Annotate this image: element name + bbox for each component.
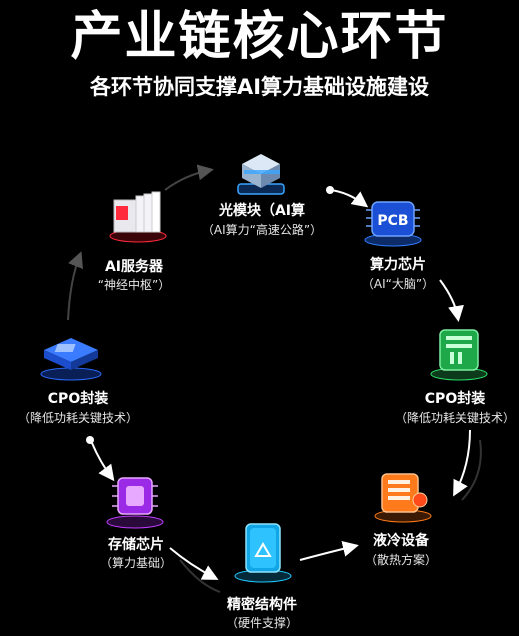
node-sub-server: “神经中枢”） (97, 278, 171, 292)
node-sub-storage: （算力基础） (99, 556, 173, 570)
arrow-chip-to-cpo (439, 279, 464, 322)
node-sub-optical: （AI算力“高速公路”） (201, 223, 323, 237)
node-label-cooling: 液冷设备 (373, 533, 429, 549)
node-label-chip: 算力芯片 (370, 257, 426, 273)
arrow-storage-to-structure (169, 547, 219, 580)
arrow-structure-to-cooling (299, 541, 359, 561)
page-subtitle: 各环节协同支撑AI算力基础设施建设 (89, 75, 430, 99)
storage-chip-icon (104, 470, 166, 530)
arrow-start-dot (326, 186, 334, 194)
ai-server-icon (106, 188, 170, 244)
precision-structure-icon (232, 520, 294, 584)
page-title: 产业链核心环节 (70, 7, 449, 67)
arrow-cpo-to-storage (91, 442, 115, 482)
liquid-cooling-icon (372, 468, 434, 524)
pcb-chip-icon: PCB (362, 196, 424, 248)
node-label-optical: 光模块（AI算 (218, 203, 306, 219)
node-label-server: AI服务器 (104, 259, 164, 275)
cpo-package-icon-blue (38, 332, 104, 382)
node-sub-chip: （AI“大脑”） (361, 277, 435, 291)
node-label-cpo-right: CPO封装 (424, 391, 486, 407)
node-sub-cpo-left: （降低功耗关键技术） (17, 411, 139, 425)
arrow-cpo-to-cooling (453, 429, 471, 497)
cpo-package-icon-green (428, 326, 490, 382)
node-sub-structure: （硬件支撑） (225, 616, 299, 630)
pcb-chip-icon-text: PCB (377, 213, 408, 229)
node-label-cpo-left: CPO封装 (47, 391, 109, 407)
arrow-optical-to-chip (329, 189, 369, 208)
node-sub-cpo-right: （降低功耗关键技术） (394, 411, 516, 425)
node-label-storage: 存储芯片 (108, 537, 164, 553)
node-sub-cooling: （散热方案） (364, 553, 438, 567)
optical-module-icon (232, 150, 290, 200)
node-label-structure: 精密结构件 (227, 597, 297, 613)
